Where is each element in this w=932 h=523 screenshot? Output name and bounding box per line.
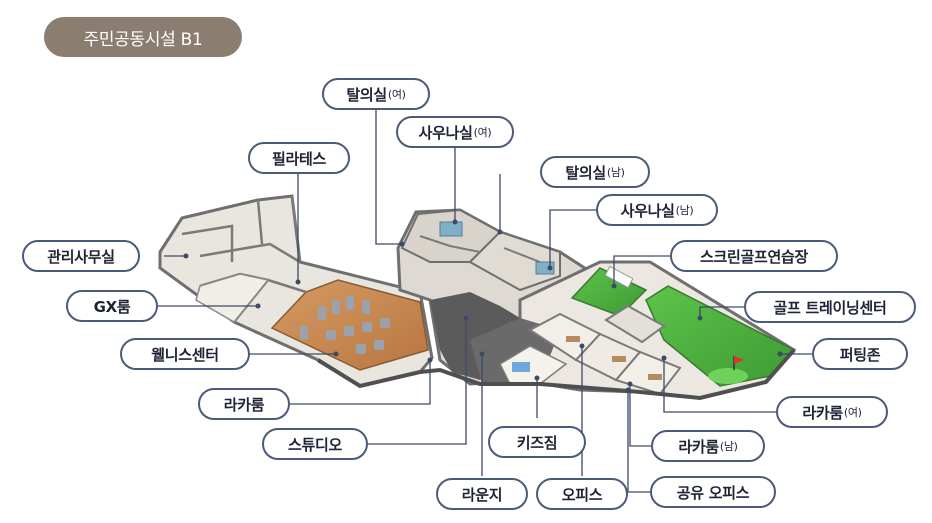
label-suffix: (남): [675, 204, 694, 217]
label-suffix: (여): [843, 406, 862, 419]
label-pilates: 필라테스: [248, 142, 350, 174]
label-suffix: (남): [719, 440, 738, 453]
gym-equipment: [300, 296, 390, 354]
label-text: 탈의실: [565, 163, 606, 182]
label-text: 퍼팅존: [839, 345, 881, 364]
label-text: 탈의실: [346, 85, 387, 104]
label-text: 라카룸: [223, 395, 265, 414]
leader-lines: [158, 106, 812, 493]
label-changing-room-male: 탈의실(남): [540, 156, 650, 188]
putting-green-flags: [708, 356, 748, 384]
label-golf-training: 골프 트레이닝센터: [744, 291, 916, 323]
label-text: 라카룸: [678, 437, 719, 456]
kids-gym-mat: [512, 362, 530, 372]
label-text: 스크린골프연습장: [699, 247, 808, 266]
label-text: 스튜디오: [287, 435, 342, 454]
label-text: 키즈짐: [516, 433, 558, 452]
label-text: 골프 트레이닝센터: [773, 298, 887, 317]
label-sauna-female: 사우나실(여): [396, 116, 514, 148]
label-changing-room-female: 탈의실(여): [322, 78, 430, 110]
label-text: GX룸: [93, 297, 131, 316]
changing-sauna-block: [400, 208, 561, 292]
label-text: 오피스: [561, 485, 603, 504]
label-text: 사우나실: [418, 123, 473, 142]
page-title: 주민공동시설 B1: [44, 17, 242, 57]
label-gx-room: GX룸: [66, 290, 158, 322]
gx-room-floor: [195, 273, 270, 323]
label-wellness-center: 웰니스센터: [120, 338, 250, 370]
label-text: 관리사무실: [47, 247, 115, 266]
label-text: 라운지: [461, 485, 503, 504]
label-lounge: 라운지: [436, 478, 528, 510]
label-text: 웰니스센터: [151, 345, 219, 364]
label-text: 사우나실: [620, 201, 675, 220]
label-office: 오피스: [536, 478, 628, 510]
label-suffix: (여): [473, 126, 492, 139]
label-shared-office: 공유 오피스: [650, 476, 776, 508]
label-admin-office: 관리사무실: [22, 240, 140, 272]
screen-golf-floor: [570, 267, 648, 317]
label-suffix: (남): [606, 166, 625, 179]
label-locker-room-female: 라카룸(여): [776, 396, 888, 428]
label-sauna-male: 사우나실(남): [596, 194, 718, 226]
front-glass-wall: [316, 348, 796, 401]
label-text: 라카룸: [802, 403, 843, 422]
label-text: 필라테스: [271, 149, 326, 168]
label-studio: 스튜디오: [262, 428, 368, 460]
screen-golf-screen: [604, 265, 634, 289]
label-locker-room: 라카룸: [198, 388, 290, 420]
label-text: 공유 오피스: [676, 483, 750, 502]
label-locker-room-male: 라카룸(남): [651, 430, 765, 462]
label-suffix: (여): [387, 88, 406, 101]
label-putting-zone: 퍼팅존: [812, 338, 908, 370]
leader-dots: [183, 219, 783, 393]
label-screen-golf: 스크린골프연습장: [670, 240, 838, 272]
kids-gym-floor: [499, 345, 568, 385]
label-kids-gym: 키즈짐: [488, 426, 586, 458]
